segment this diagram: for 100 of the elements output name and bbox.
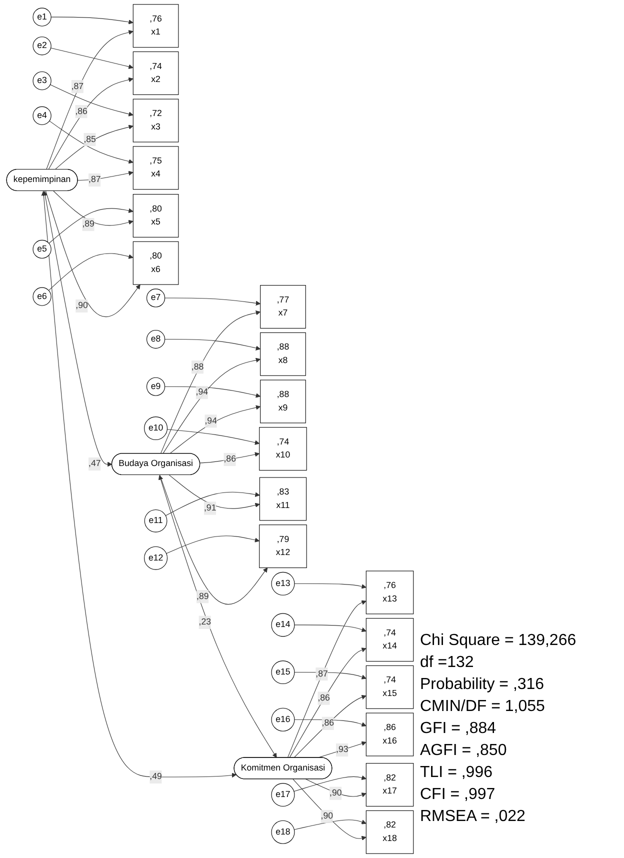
- arrow: [166, 429, 260, 445]
- node-box: ,80 x5: [132, 194, 179, 238]
- edge-label: ,86: [318, 693, 330, 703]
- node-box: ,72 x3: [132, 98, 179, 142]
- arrow: [287, 600, 366, 758]
- edge-label: ,94: [204, 416, 217, 426]
- arrow: [294, 694, 366, 758]
- node-box: ,74 x14: [366, 618, 414, 662]
- node-box: ,76 x13: [366, 570, 414, 614]
- arrow: [160, 474, 268, 605]
- node-circle: e12: [144, 546, 168, 570]
- arrow: [165, 492, 260, 516]
- edge-label: ,94: [196, 388, 208, 397]
- fit-statistic: df =132: [420, 653, 475, 673]
- edge-label: ,88: [191, 362, 204, 372]
- arrow: [160, 310, 261, 454]
- fit-statistic: CFI = ,997: [420, 785, 496, 805]
- arrow: [45, 190, 140, 318]
- node-box: ,76 x1: [132, 4, 179, 48]
- fit-statistic: GFI = ,884: [420, 719, 498, 739]
- edge-label: ,86: [75, 106, 88, 116]
- edge-label: ,23: [198, 617, 212, 627]
- arrow: [170, 405, 261, 454]
- edge-label: ,47: [88, 459, 101, 468]
- edge-label: ,87: [88, 175, 101, 184]
- edge-label: ,85: [84, 134, 96, 144]
- node-circle: e17: [271, 783, 295, 807]
- arrow: [48, 253, 134, 291]
- node-box: ,77 x7: [260, 285, 306, 329]
- arrow: [168, 474, 260, 509]
- arrow: [46, 30, 134, 170]
- node-circle: e16: [271, 708, 295, 732]
- arrow: [292, 778, 366, 841]
- node-circle: e4: [32, 106, 52, 126]
- arrow: [294, 583, 366, 589]
- arrow: [158, 475, 277, 758]
- node-circle: e9: [146, 377, 166, 396]
- arrow: [48, 77, 134, 170]
- edge-label: ,86: [322, 718, 334, 728]
- edge-label: ,87: [71, 82, 84, 91]
- arrow: [294, 624, 366, 632]
- node-box: ,74 x15: [366, 665, 414, 709]
- arrow: [50, 16, 134, 24]
- arrow: [294, 672, 366, 680]
- arrow: [42, 191, 112, 467]
- arrow: [48, 208, 134, 244]
- node-box: ,82 x17: [366, 763, 414, 807]
- node-circle: e11: [144, 509, 168, 532]
- node-circle: e10: [144, 416, 168, 440]
- node-box: ,88 x9: [260, 380, 306, 424]
- fit-statistic: Chi Square = 139,266: [420, 631, 578, 651]
- node-circle: e5: [32, 240, 52, 259]
- node-box: ,80 x6: [132, 241, 179, 285]
- fit-statistic: TLI = ,996: [420, 763, 494, 783]
- edge-label: ,89: [82, 220, 94, 229]
- node-circle: e14: [271, 613, 295, 637]
- edge-label: ,90: [330, 788, 342, 798]
- edge-label: ,90: [76, 300, 88, 310]
- node-circle: e2: [32, 36, 52, 56]
- node-box: ,82 x18: [366, 810, 414, 854]
- arrow: [200, 452, 260, 464]
- arrow: [50, 84, 134, 116]
- node-circle: e7: [146, 288, 166, 308]
- edge-label: ,89: [196, 592, 209, 601]
- arrow: [294, 775, 366, 792]
- arrow: [164, 386, 261, 398]
- node-box: ,86 x16: [366, 712, 414, 756]
- node-box: ,83 x11: [259, 477, 307, 521]
- arrow: [49, 120, 134, 164]
- node-circle: e8: [146, 330, 166, 349]
- arrow: [306, 778, 366, 798]
- node-box: ,74 x10: [259, 427, 307, 471]
- edge-label: ,90: [320, 812, 334, 821]
- arrow: [164, 298, 261, 306]
- node-circle: e6: [32, 287, 52, 306]
- arrow: [162, 358, 261, 454]
- arrow: [289, 648, 366, 758]
- edge-label: ,49: [150, 772, 162, 782]
- arrow: [50, 48, 134, 70]
- edge-label: ,91: [204, 503, 216, 513]
- fit-statistic: CMIN/DF = 1,055: [420, 697, 546, 717]
- arrow: [166, 536, 260, 554]
- arrow: [41, 191, 237, 778]
- node-box: ,75 x4: [132, 146, 179, 190]
- node-box: ,88 x8: [260, 332, 306, 376]
- edge-label: ,87: [316, 669, 328, 678]
- fit-statistic: Probability = ,316: [420, 675, 546, 695]
- node-circle: e3: [32, 72, 52, 90]
- node-box: ,79 x12: [259, 524, 307, 568]
- node-circle: e1: [32, 8, 52, 26]
- fit-statistic: RMSEA = ,022: [420, 807, 526, 827]
- arrow: [164, 339, 261, 350]
- arrow: [294, 820, 366, 830]
- arrow: [54, 124, 134, 170]
- node-circle: e13: [271, 572, 295, 596]
- node-box: ,74 x2: [132, 51, 179, 95]
- node-circle: e18: [271, 820, 295, 844]
- edge-label: ,86: [224, 454, 236, 464]
- fit-statistic: AGFI = ,850: [420, 741, 508, 761]
- arrow: [53, 190, 134, 226]
